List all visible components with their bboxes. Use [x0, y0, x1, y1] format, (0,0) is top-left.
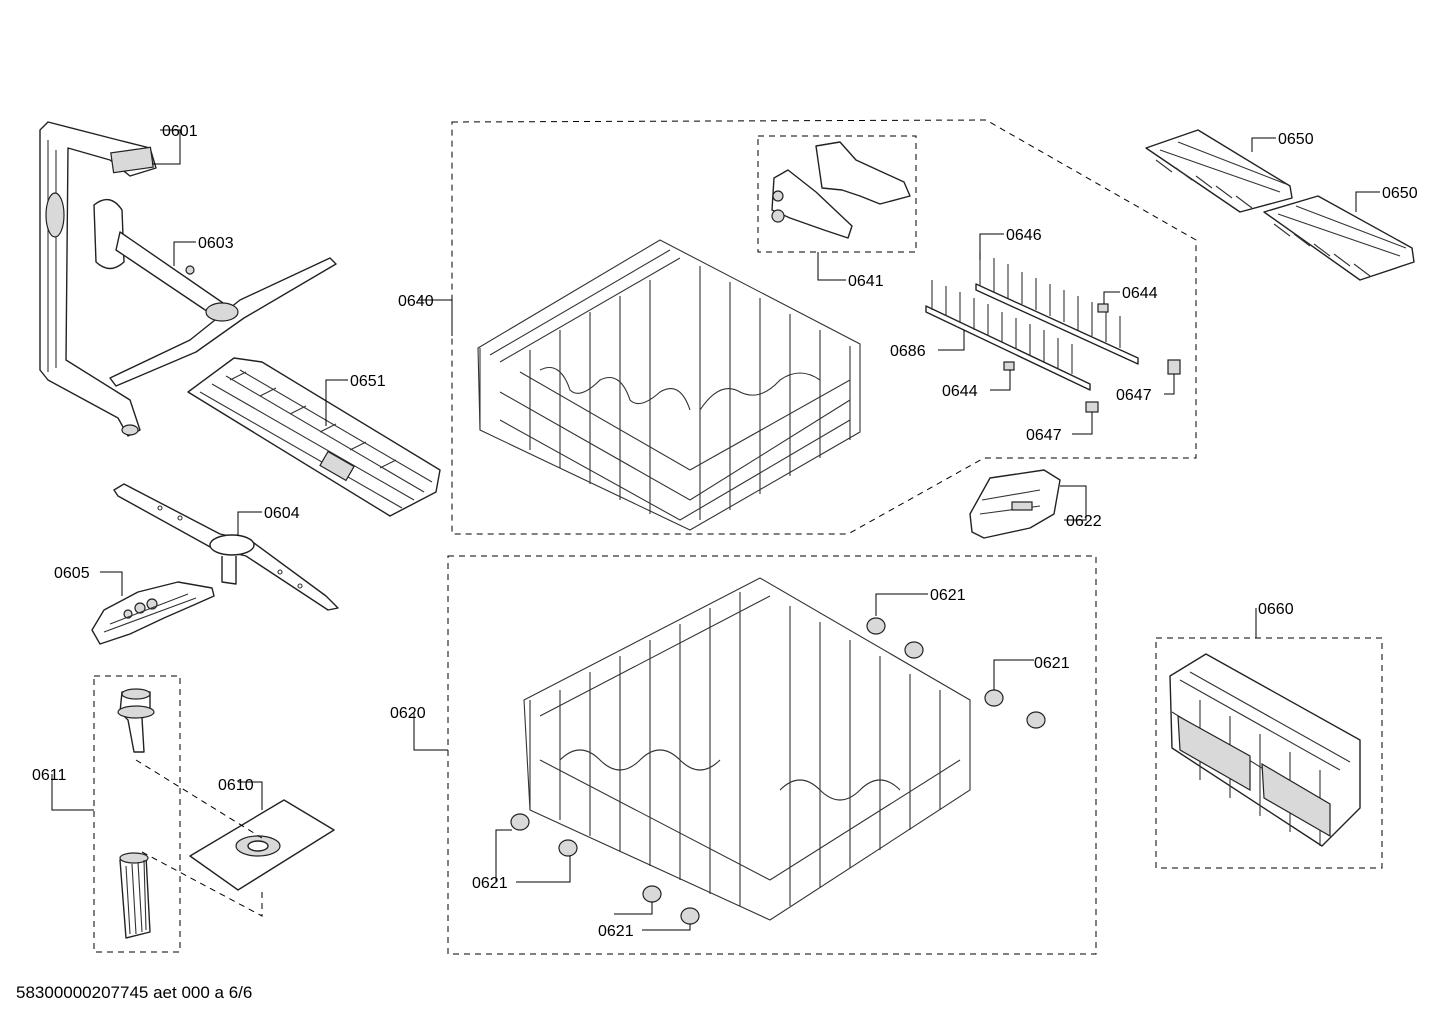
- part-0660-group-outline: [1155, 637, 1383, 869]
- label-0622: 0622: [1066, 513, 1102, 530]
- label-0651: 0651: [350, 373, 386, 390]
- label-0646: 0646: [1006, 227, 1042, 244]
- label-0644-upper: 0644: [1122, 285, 1158, 302]
- part-0651-cutlery-tray: [187, 357, 441, 517]
- label-0610: 0610: [218, 777, 254, 794]
- part-0610-flat-filter: [189, 799, 335, 891]
- part-0646-tine-row: [975, 252, 1139, 365]
- label-0620: 0620: [390, 705, 426, 722]
- part-number-labels: 0601 0603 0651 0604 0605 0611 0610 0640 …: [32, 123, 1418, 940]
- leader-lines: [51, 129, 1380, 931]
- lower-rack-group-outline: [447, 555, 1097, 955]
- label-0603: 0603: [198, 235, 234, 252]
- guide-line-filter: [135, 759, 263, 839]
- label-0640: 0640: [398, 293, 434, 310]
- label-0601: 0601: [162, 123, 198, 140]
- label-0650-lower: 0650: [1382, 185, 1418, 202]
- label-0660: 0660: [1258, 601, 1294, 618]
- part-0644-clip-lower: [1003, 361, 1015, 371]
- label-0605: 0605: [54, 565, 90, 582]
- part-0644-clip-upper: [1097, 303, 1109, 313]
- upper-rack-group-outline: [451, 119, 1197, 535]
- part-0640-upper-rack: [477, 239, 861, 531]
- part-0611-filter-box: [93, 675, 181, 953]
- label-0647-upper: 0647: [1116, 387, 1152, 404]
- part-0622-rack-handle: [969, 469, 1061, 539]
- label-0611: 0611: [32, 767, 67, 784]
- part-0641-rack-adjuster: [757, 135, 917, 253]
- label-0686: 0686: [890, 343, 926, 360]
- label-0621-b: 0621: [1034, 655, 1070, 672]
- part-0647-clip-lower: [1085, 401, 1099, 413]
- label-0641: 0641: [848, 273, 884, 290]
- label-0621-c: 0621: [472, 875, 508, 892]
- part-0604-lower-spray-arm: [113, 483, 339, 611]
- part-0650-tine-rack-lower: [1263, 195, 1415, 281]
- label-0621-d: 0621: [598, 923, 634, 940]
- label-0650-upper: 0650: [1278, 131, 1314, 148]
- part-0601-supply-tube: [39, 121, 157, 437]
- part-0647-clip-upper: [1167, 359, 1181, 375]
- label-0604: 0604: [264, 505, 300, 522]
- label-0621-a: 0621: [930, 587, 966, 604]
- part-0603-upper-spray-arm: [93, 198, 337, 387]
- part-0660-cutlery-basket: [1169, 653, 1361, 847]
- part-0621-wheels: [510, 617, 1046, 925]
- part-0650-tine-rack-upper: [1145, 129, 1293, 213]
- label-0647-lower: 0647: [1026, 427, 1062, 444]
- document-code: 58300000207745 aet 000 a 6/6: [16, 983, 252, 1002]
- label-0644-lower: 0644: [942, 383, 978, 400]
- guide-line-cylinder: [141, 851, 263, 917]
- part-0605-micro-filter: [91, 581, 215, 645]
- part-0686-tine-row: [925, 280, 1091, 391]
- part-0620-lower-rack: [523, 577, 971, 921]
